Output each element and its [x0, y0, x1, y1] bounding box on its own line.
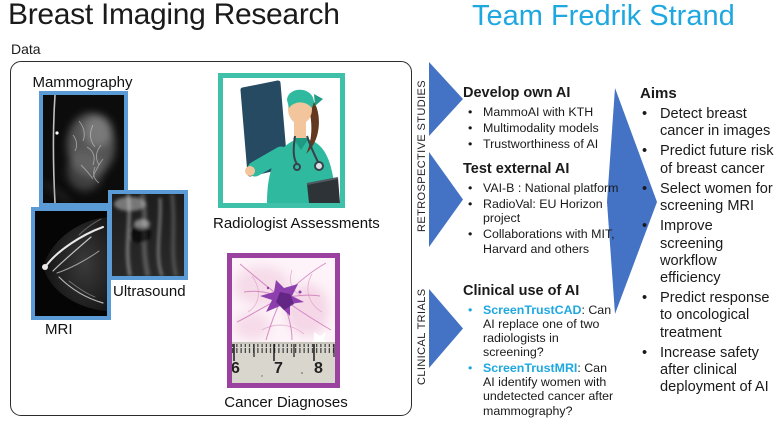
mammography-image	[39, 91, 128, 207]
radiologist-illustration	[223, 78, 340, 203]
screentrustcad-name: ScreenTrustCAD	[483, 302, 582, 317]
arrow-clinical-use	[429, 289, 463, 368]
develop-own-ai-heading: Develop own AI	[463, 85, 571, 101]
list-item: VAI-B : National platform	[463, 181, 619, 195]
retrospective-studies-label: RETROSPECTIVE STUDIES	[416, 79, 428, 233]
screentrustcad-text: : Can AI replace one of two radiologists…	[483, 302, 612, 359]
radiologist-image	[218, 73, 345, 208]
ruler-number-6: 6	[231, 360, 240, 377]
stethoscope-icon	[292, 135, 319, 171]
ruler-number-7: 7	[274, 360, 283, 377]
radiologist-label: Radiologist Assessments	[213, 215, 380, 232]
ultrasound-graphic	[112, 194, 184, 276]
test-external-ai-list: VAI-B : National platform RadioVal: EU H…	[463, 181, 619, 256]
tablet-icon	[307, 178, 340, 203]
screentrustmri-text: : Can AI identify women with undetected …	[483, 361, 614, 418]
arrow-develop-own-ai	[429, 62, 463, 136]
mri-image	[31, 207, 111, 320]
page-title: Breast Imaging Research	[8, 0, 340, 31]
list-item: Multimodality models	[463, 121, 619, 135]
data-section-label: Data	[11, 41, 41, 57]
aims-list: Detect breast cancer in images Predict f…	[640, 106, 778, 397]
ultrasound-label: Ultrasound	[113, 283, 186, 300]
list-item: MammoAI with KTH	[463, 105, 619, 119]
ultrasound-image	[108, 190, 188, 280]
list-item: Collaborations with MIT, Harvard and oth…	[463, 227, 619, 255]
aims-column: Aims Detect breast cancer in images Pred…	[640, 85, 778, 400]
list-item: Detect breast cancer in images	[640, 106, 778, 140]
list-item: ScreenTrustCAD: Can AI replace one of tw…	[463, 303, 619, 360]
list-item: Increase safety after clinical deploymen…	[640, 345, 778, 397]
arrow-test-external-ai	[429, 152, 463, 247]
mri-label: MRI	[45, 321, 73, 338]
studies-column: Develop own AI MammoAI with KTH Multimod…	[463, 85, 619, 420]
screentrustmri-name: ScreenTrustMRI	[483, 361, 578, 376]
list-item: Predict future risk of breast cancer	[640, 143, 778, 177]
aims-arrow	[607, 88, 657, 314]
list-item: RadioVal: EU Horizon project	[463, 197, 619, 225]
mammography-xray-graphic	[43, 95, 124, 203]
list-item: Trustworthiness of AI	[463, 137, 619, 151]
clinical-use-ai-list: ScreenTrustCAD: Can AI replace one of tw…	[463, 303, 619, 418]
mammography-label: Mammography	[32, 74, 133, 91]
test-external-ai-heading: Test external AI	[463, 161, 570, 178]
list-item: ScreenTrustMRI: Can AI identify women wi…	[463, 361, 619, 418]
develop-own-ai-list: MammoAI with KTH Multimodality models Tr…	[463, 105, 619, 152]
list-item: Improve screening workflow efficiency	[640, 218, 778, 287]
team-title: Team Fredrik Strand	[472, 0, 735, 32]
clinical-trials-label: CLINICAL TRIALS	[416, 288, 428, 386]
cancer-label: Cancer Diagnoses	[224, 394, 348, 411]
list-item: Predict response to oncological treatmen…	[640, 290, 778, 342]
cancer-image: 6 7 8	[227, 253, 340, 388]
aims-heading: Aims	[640, 85, 677, 102]
list-item: Select women for screening MRI	[640, 181, 778, 215]
mri-graphic	[35, 211, 107, 316]
histopathology-graphic	[232, 258, 335, 383]
clinical-use-ai-heading: Clinical use of AI	[463, 282, 580, 299]
ruler-number-8: 8	[314, 360, 323, 377]
